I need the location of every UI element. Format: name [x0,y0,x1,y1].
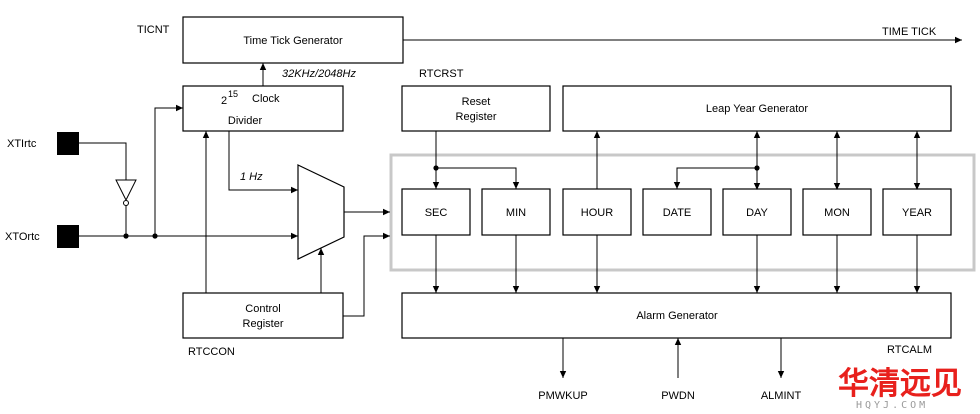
hour-label: HOUR [581,207,613,219]
oscillator-inverter-icon [115,179,137,202]
time-tick-label: TIME TICK [882,26,937,38]
reset-register-block [401,85,551,132]
rtccon-label: RTCCON [188,346,235,358]
reset-register-label-2: Register [456,111,497,123]
xtortc-label: XTOrtc [5,231,40,243]
leap-year-generator-block [562,85,952,132]
control-register-label-1: Control [245,303,280,315]
control-register-block [182,292,344,339]
alarm-generator-label: Alarm Generator [636,310,718,322]
almint-label: ALMINT [761,390,802,402]
year-register-block [882,188,952,236]
inverter-bubble-icon [123,200,129,206]
pmwkup-label: PMWKUP [538,390,588,402]
clock-divider-block [182,85,344,132]
year-label: YEAR [902,207,932,219]
ticnt-label: TICNT [137,24,170,36]
one-hz-label: 1 Hz [240,171,263,183]
time-tick-generator-label: Time Tick Generator [243,35,343,47]
rtcalm-label: RTCALM [887,344,932,356]
rtcrst-label: RTCRST [419,68,464,80]
time-tick-generator-block [182,16,404,64]
alarm-generator-block [401,292,952,339]
sec-label: SEC [425,207,448,219]
xtortc-pin [57,225,79,248]
pwdn-label: PWDN [661,390,695,402]
xtirtc-pin [57,132,79,155]
time-register-group-frame [389,153,976,272]
frequency-label: 32KHz/2048Hz [282,68,356,80]
date-register-block [642,188,712,236]
control-register-label-2: Register [243,318,284,330]
clock-divider-base: 2 [221,95,227,107]
xtirtc-label: XTIrtc [7,138,37,150]
leap-year-generator-label: Leap Year Generator [706,103,808,115]
clock-divider-label: Clock [252,93,280,105]
watermark-logo: 华清远见 [838,366,962,402]
mon-label: MON [824,207,850,219]
clock-divider-exponent: 15 [228,89,238,99]
watermark-logo-url: HQYJ.COM [856,400,928,411]
day-label: DAY [746,207,768,219]
min-label: MIN [506,207,526,219]
day-register-block [722,188,792,236]
clock-divider-sub-label: Divider [228,115,263,127]
date-label: DATE [663,207,692,219]
reset-register-label-1: Reset [462,96,491,108]
clock-multiplexer [297,164,345,260]
hour-register-block [562,188,632,236]
min-register-block [481,188,551,236]
